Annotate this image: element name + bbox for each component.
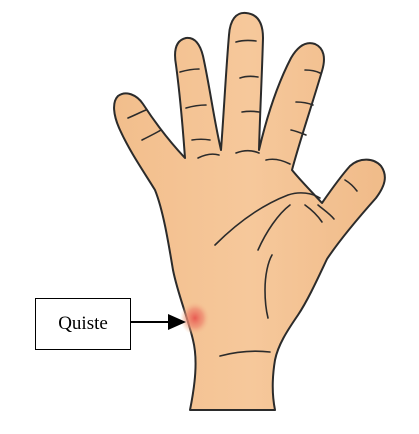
arrow-icon	[131, 314, 186, 330]
hand-outline	[114, 13, 385, 410]
cyst-label-box: Quiste	[35, 298, 131, 350]
cyst-label: Quiste	[58, 313, 108, 335]
cyst-mark	[180, 301, 210, 335]
